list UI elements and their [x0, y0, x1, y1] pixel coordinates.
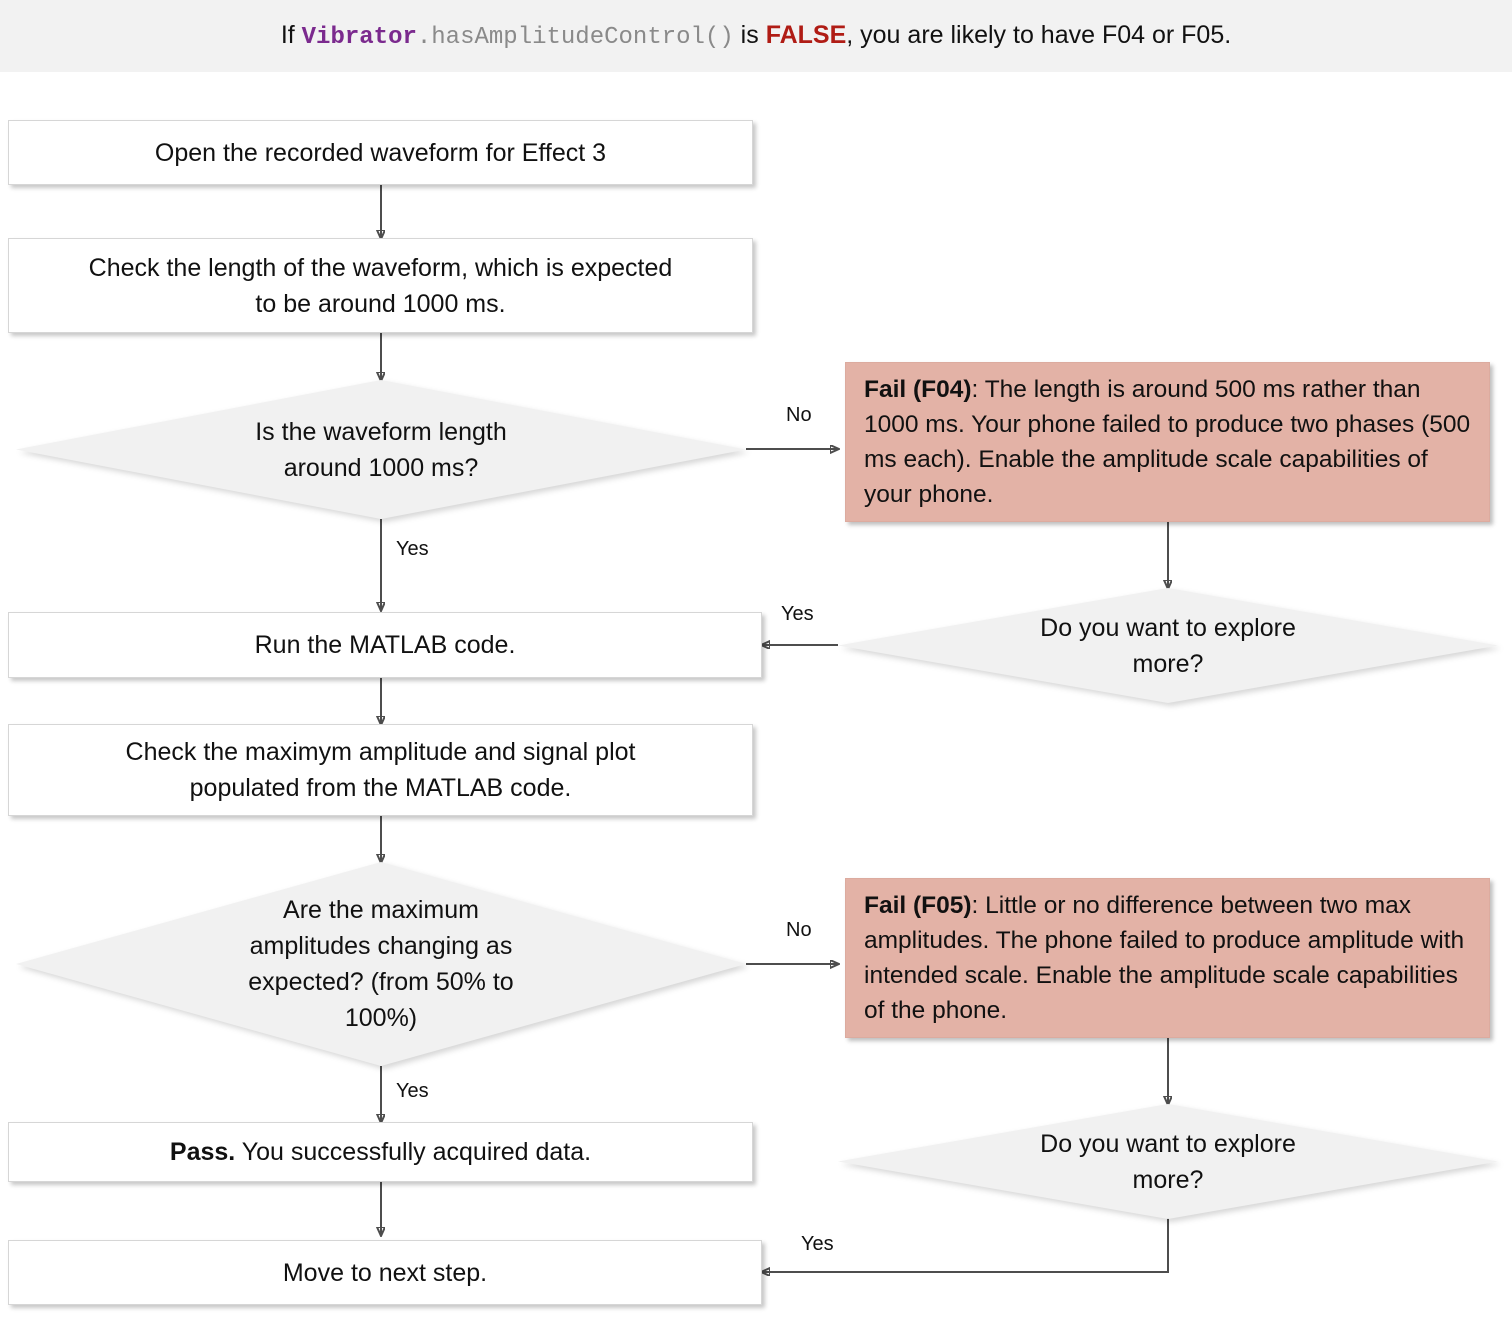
node-fail-f04-text: Fail (F04): The length is around 500 ms … — [864, 372, 1471, 512]
node-pass-result-body: You successfully acquired data. — [235, 1138, 592, 1166]
decision-amplitude-line3: expected? (from 50% to — [248, 968, 514, 996]
node-fail-f04-label: Fail (F04) — [864, 376, 972, 403]
edge-label-length-yes: Yes — [396, 538, 429, 560]
node-check-length-line1: Check the length of the waveform, which … — [88, 253, 673, 282]
decision-amplitude-line1: Are the maximum — [283, 896, 479, 924]
node-fail-f05-separator: : — [971, 892, 986, 919]
explore2-line1: Do you want to explore — [1040, 1129, 1296, 1158]
node-fail-f05-text: Fail (F05): Little or no difference betw… — [864, 888, 1471, 1028]
node-decision-amplitude-label: Are the maximum amplitudes changing as e… — [147, 892, 614, 1036]
header-prefix: If — [280, 20, 302, 49]
edge-label-explore1-yes: Yes — [781, 603, 814, 625]
node-fail-f05-body: Little or no difference between two max … — [864, 892, 1465, 1024]
code-class-name: Vibrator — [301, 23, 417, 51]
edge-label-length-no: No — [786, 404, 812, 426]
node-explore-more-2-label: Do you want to explore more? — [957, 1126, 1379, 1198]
node-check-length-line2: to be around 1000 ms. — [255, 289, 506, 318]
node-fail-f04[interactable]: Fail (F04): The length is around 500 ms … — [845, 362, 1490, 522]
header-text: If Vibrator.hasAmplitudeControl() is FAL… — [281, 20, 1231, 53]
decision-amplitude-line2: amplitudes changing as — [249, 932, 513, 960]
node-fail-f04-separator: : — [971, 376, 985, 403]
node-explore-more-2[interactable]: Do you want to explore more? — [838, 1104, 1498, 1219]
header-banner: If Vibrator.hasAmplitudeControl() is FAL… — [0, 0, 1512, 72]
node-check-length[interactable]: Check the length of the waveform, which … — [8, 238, 753, 333]
explore1-line1: Do you want to explore — [1040, 613, 1296, 642]
node-pass-result-text: Pass. You successfully acquired data. — [170, 1134, 591, 1170]
node-fail-f04-body: The length is around 500 ms rather than … — [864, 376, 1471, 508]
code-method-name: .hasAmplitudeControl() — [416, 23, 734, 51]
node-run-matlab-label: Run the MATLAB code. — [254, 631, 516, 659]
header-suffix: , you are likely to have F04 or F05. — [846, 20, 1232, 49]
node-explore-more-1[interactable]: Do you want to explore more? — [838, 588, 1498, 703]
node-pass-result[interactable]: Pass. You successfully acquired data. — [8, 1122, 753, 1182]
node-fail-f05[interactable]: Fail (F05): Little or no difference betw… — [845, 878, 1490, 1038]
node-decision-amplitude[interactable]: Are the maximum amplitudes changing as e… — [16, 862, 746, 1066]
edge-label-explore2-yes: Yes — [801, 1233, 834, 1255]
node-explore-more-1-label: Do you want to explore more? — [957, 610, 1379, 682]
node-open-waveform-label: Open the recorded waveform for Effect 3 — [154, 138, 607, 167]
node-decision-waveform-length-label: Is the waveform length around 1000 ms? — [147, 414, 614, 486]
explore1-line2: more? — [1132, 649, 1204, 678]
node-check-amplitude-line2: populated from the MATLAB code. — [189, 774, 572, 802]
node-check-amplitude-line1: Check the maximym amplitude and signal p… — [125, 738, 636, 766]
node-fail-f05-label: Fail (F05) — [864, 892, 972, 919]
decision-length-line2: around 1000 ms? — [283, 453, 479, 482]
explore2-line2: more? — [1132, 1165, 1204, 1194]
decision-amplitude-line4: 100%) — [344, 1004, 418, 1032]
node-open-waveform[interactable]: Open the recorded waveform for Effect 3 — [8, 120, 753, 185]
node-run-matlab[interactable]: Run the MATLAB code. — [8, 612, 762, 678]
node-check-amplitude[interactable]: Check the maximym amplitude and signal p… — [8, 724, 753, 816]
edge-label-amplitude-yes: Yes — [396, 1080, 429, 1102]
node-pass-result-label: Pass. — [169, 1138, 236, 1166]
header-middle: is — [733, 20, 766, 49]
node-next-step-label: Move to next step. — [282, 1258, 488, 1287]
header-keyword-false: FALSE — [765, 20, 847, 49]
edge-label-amplitude-no: No — [786, 919, 812, 941]
node-next-step[interactable]: Move to next step. — [8, 1240, 762, 1305]
node-decision-waveform-length[interactable]: Is the waveform length around 1000 ms? — [16, 380, 746, 519]
decision-length-line1: Is the waveform length — [255, 417, 507, 446]
